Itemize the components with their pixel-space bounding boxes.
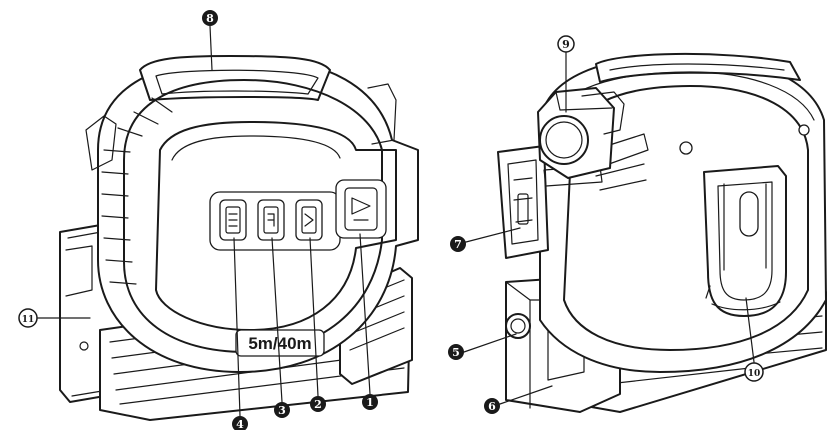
callout-number-2: 2 <box>314 398 322 411</box>
front-model-label: 5m/40m <box>248 334 311 353</box>
callout-marker-5: 5 <box>448 344 464 360</box>
back-view <box>497 52 827 413</box>
callout-number-5: 5 <box>452 346 460 359</box>
callout-leaders <box>37 25 755 417</box>
callout-number-11: 11 <box>22 315 35 325</box>
callout-marker-11: 11 <box>18 308 38 328</box>
callout-marker-9: 9 <box>557 35 575 53</box>
callout-number-7: 7 <box>454 238 462 251</box>
callout-number-9: 9 <box>562 38 570 51</box>
callout-marker-3: 3 <box>274 402 290 418</box>
callout-number-1: 1 <box>366 396 374 409</box>
callout-marker-6: 6 <box>484 398 500 414</box>
callout-number-8: 8 <box>206 12 214 25</box>
callout-marker-8: 8 <box>202 10 218 26</box>
callout-marker-10: 10 <box>744 362 764 382</box>
callout-number-4: 4 <box>236 418 244 430</box>
callout-number-10: 10 <box>748 369 761 379</box>
callout-marker-7: 7 <box>450 236 466 252</box>
front-view: 5m/40m <box>59 55 419 421</box>
callout-marker-1: 1 <box>362 394 378 410</box>
callout-marker-2: 2 <box>310 396 326 412</box>
callout-marker-4: 4 <box>232 416 248 430</box>
callout-number-3: 3 <box>278 404 286 417</box>
callout-number-6: 6 <box>488 400 496 413</box>
